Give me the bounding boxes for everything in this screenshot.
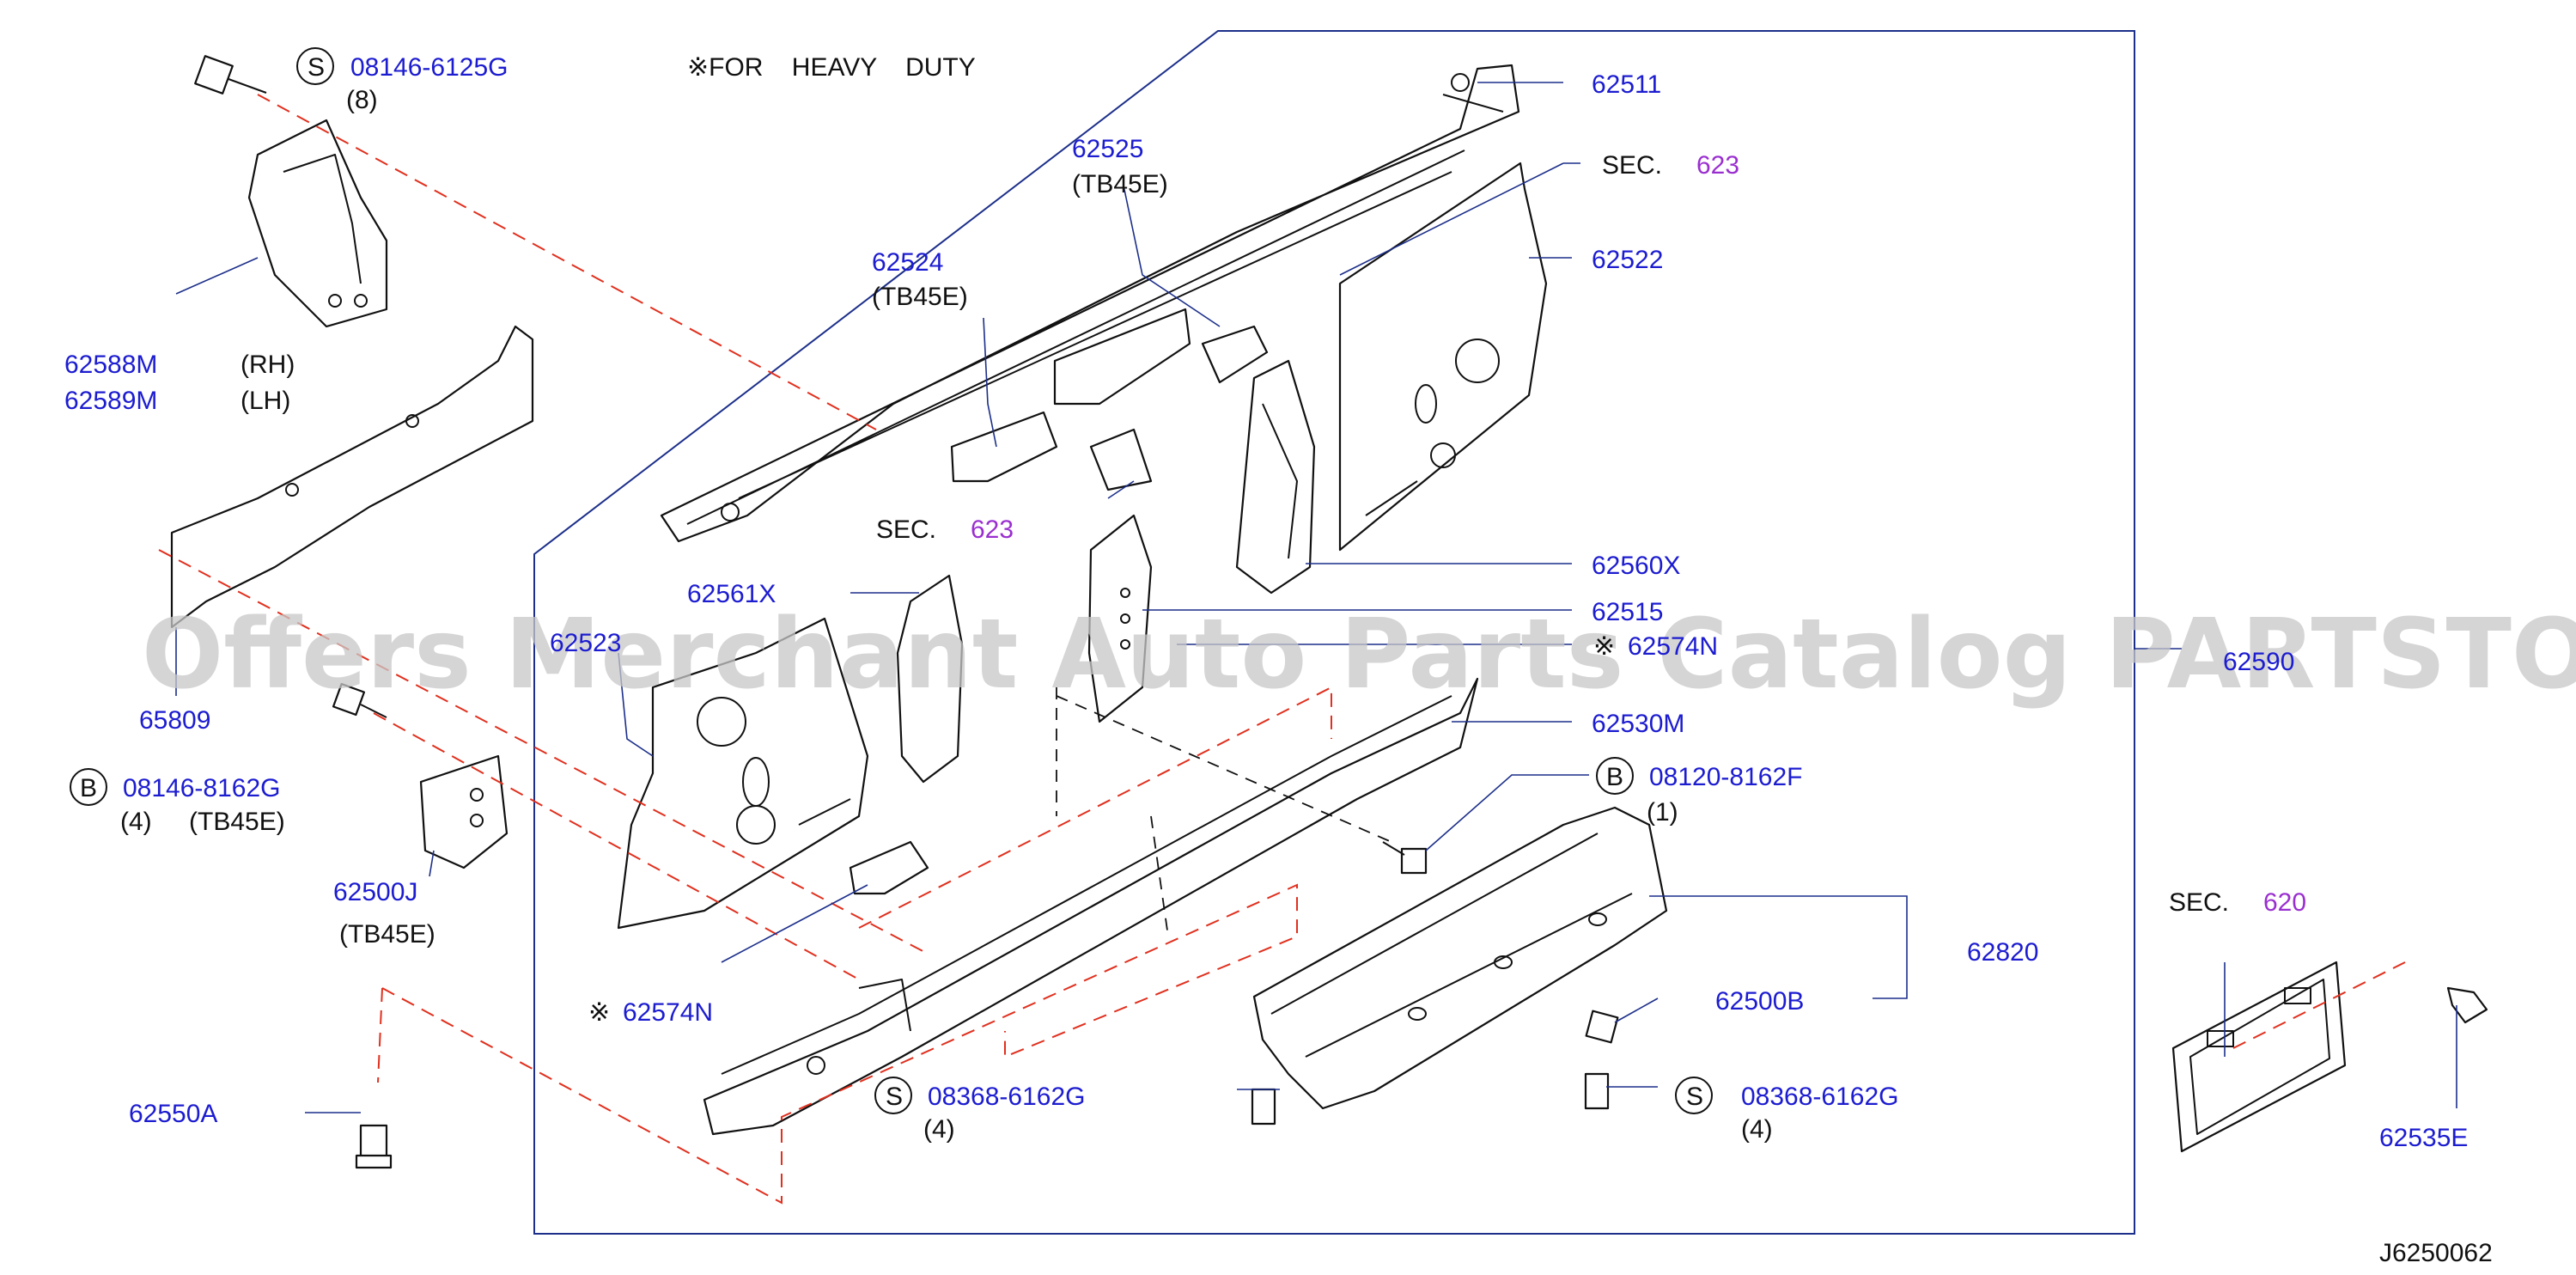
part-62574n-lower[interactable]: 62574N [623,998,713,1027]
side-member-62530m-shape [703,677,1479,1136]
fastener-5-mark-circle [1675,1077,1713,1114]
reinforcement-62588m-shape [247,119,388,328]
part-62820[interactable]: 62820 [1967,938,2038,967]
fastener-5-code[interactable]: 08368-6162G [1741,1083,1899,1111]
part-62590[interactable]: 62590 [2223,648,2294,676]
part-62525-note: (TB45E) [1072,170,1168,198]
fastener-4-qty: (4) [923,1115,955,1144]
plate-sec-620-shape [2171,961,2347,1153]
part-62524-note: (TB45E) [872,283,968,311]
sec-623-mid-prefix: SEC. [876,515,936,544]
column-62515-shape [1087,514,1153,723]
part-62522[interactable]: 62522 [1592,246,1663,274]
watermark-text: Offers Merchant Auto Parts Catalog PARTS… [142,599,2576,711]
leader-lines [175,82,2457,1113]
part-62515[interactable]: 62515 [1592,598,1663,626]
panel-65809-shape [170,325,534,629]
part-62524[interactable]: 62524 [872,248,943,277]
bracket-62500j-shape [419,754,509,869]
nut-62500b-shape [1585,1010,1619,1044]
fastener-1-mark: S [308,53,325,82]
part-62550a[interactable]: 62550A [129,1100,217,1128]
part-62574n-lower-mark: ※ [588,998,610,1027]
fastener-4-mark: S [886,1083,903,1111]
pillar-62560x-shape [1235,359,1316,595]
fastener-4-mark-circle [874,1077,912,1114]
fastener-2-code[interactable]: 08146-8162G [123,774,281,802]
bolt-08368-lower-right-shape [1584,1072,1610,1110]
part-62535e[interactable]: 62535E [2379,1124,2468,1152]
part-65809[interactable]: 65809 [139,706,210,735]
part-62500j-note: (TB45E) [339,920,435,949]
bracket-62574n-shape [849,840,929,895]
cross-member-62820-shape [1252,806,1668,1110]
part-62588m-side: (RH) [241,351,295,379]
fastener-1-mark-circle [296,47,334,85]
fastener-3-code[interactable]: 08120-8162F [1649,763,1802,791]
sec-620-prefix: SEC. [2169,888,2229,917]
fastener-3-mark: B [1606,763,1623,791]
part-62530m[interactable]: 62530M [1592,710,1684,738]
fastener-1-qty: (8) [346,86,378,114]
fastener-5-qty: (4) [1741,1115,1773,1144]
fastener-2-qty: (4) [120,808,152,836]
part-62574n-top-mark: ※ [1593,632,1615,661]
fastener-3-qty: (1) [1647,798,1678,827]
sec-623-top-prefix: SEC. [1602,151,1662,180]
part-62500b[interactable]: 62500B [1715,987,1804,1016]
hidden-lines [158,94,2406,1205]
bolt-08368-lower-left-shape [1251,1088,1276,1126]
sec-623-mid-number[interactable]: 623 [971,515,1014,544]
part-62523[interactable]: 62523 [550,629,621,657]
part-62511[interactable]: 62511 [1592,70,1661,99]
part-62561x[interactable]: 62561X [687,580,776,608]
upper-member-62511-shape [660,64,1520,543]
drawing-code: J6250062 [2379,1239,2493,1267]
fastener-3-mark-circle [1596,757,1634,795]
bolt-08146-8162g-shape [332,682,387,718]
part-62588m[interactable]: 62588M [64,351,157,379]
part-62560x[interactable]: 62560X [1592,552,1680,580]
fastener-2-mark-circle [70,768,107,806]
fastener-4-code[interactable]: 08368-6162G [928,1083,1086,1111]
part-62500j[interactable]: 62500J [333,878,417,906]
sec-623-top-number[interactable]: 623 [1696,151,1739,180]
bolt-08120-8162f-shape [1382,841,1428,875]
bracket-62525-shape [1053,308,1269,406]
fastener-2-note: (TB45E) [189,808,285,836]
sec-620-number[interactable]: 620 [2263,888,2306,917]
heavy-duty-note: ※FOR HEAVY DUTY [687,53,976,82]
fastener-2-mark: B [80,774,97,802]
part-62525[interactable]: 62525 [1072,135,1143,163]
part-62589m-side: (LH) [241,387,290,415]
pillar-62561x-shape [896,574,964,784]
panel-62523-shape [617,617,869,930]
bolt-62550a-shape [355,1124,393,1169]
bracket-62524-shape [950,411,1153,491]
assembly-frame [533,30,2135,1235]
bolt-top-left-shape [194,55,267,95]
panel-62522-shape [1338,162,1548,552]
fastener-5-mark: S [1686,1083,1703,1111]
clip-62535e-shape [2446,986,2488,1024]
fastener-1-code[interactable]: 08146-6125G [350,53,509,82]
part-62574n-top[interactable]: 62574N [1628,632,1718,661]
part-62589m[interactable]: 62589M [64,387,157,415]
